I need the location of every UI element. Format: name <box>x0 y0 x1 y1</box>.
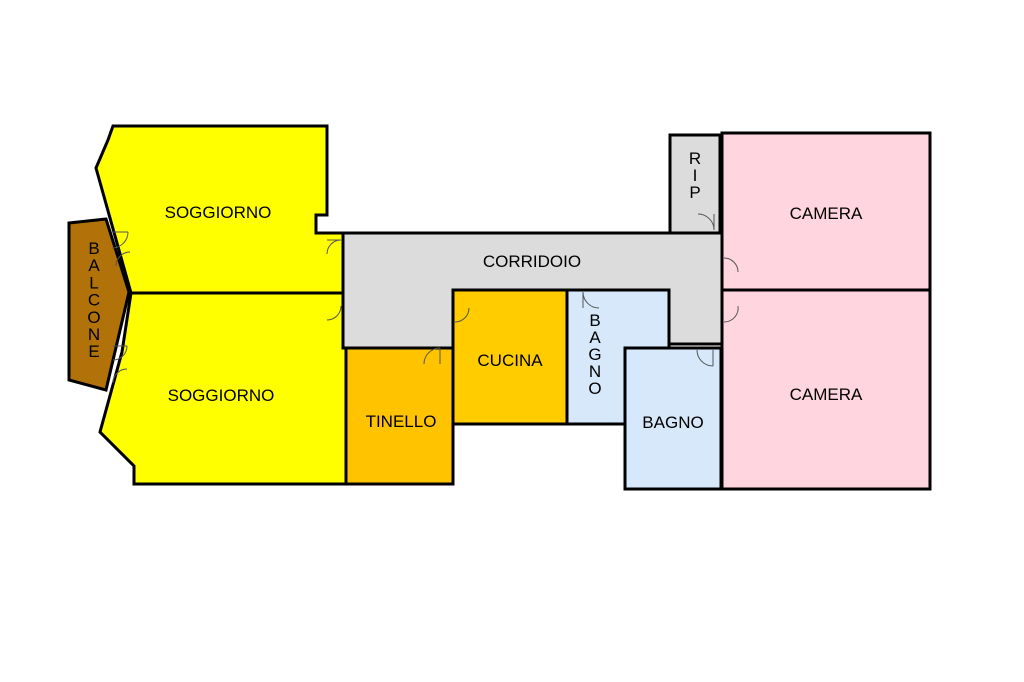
label-tinello: TINELLO <box>366 412 437 431</box>
label-letter: A <box>88 256 100 275</box>
room-camera-bottom <box>720 288 932 491</box>
label-letter: R <box>689 149 701 168</box>
label-letter: O <box>588 379 601 398</box>
label-letter: A <box>589 328 601 347</box>
label-rip: RIP <box>689 149 701 202</box>
label-letter: L <box>89 273 98 292</box>
label-cucina: CUCINA <box>477 351 543 370</box>
door-swings <box>111 213 739 384</box>
room-rip <box>668 133 722 235</box>
label-soggiorno-top: SOGGIORNO <box>165 203 272 222</box>
room-balcone <box>67 217 131 392</box>
label-letter: G <box>588 345 601 364</box>
label-corridoio: CORRIDOIO <box>483 252 581 271</box>
room-soggiorno-top <box>94 124 345 295</box>
label-camera-bottom: CAMERA <box>790 385 863 404</box>
label-letter: E <box>88 342 99 361</box>
label-letter: O <box>87 308 100 327</box>
label-soggiorno-bottom: SOGGIORNO <box>168 386 275 405</box>
room-camera-top <box>720 131 932 292</box>
label-letter: I <box>693 166 698 185</box>
label-camera-top: CAMERA <box>790 204 863 223</box>
label-letter: N <box>589 362 601 381</box>
label-letter: B <box>589 311 600 330</box>
label-bagno-small: BAGNO <box>588 311 601 398</box>
room-soggiorno-bottom <box>98 291 348 486</box>
room-cucina <box>451 288 569 426</box>
label-letter: P <box>689 183 700 202</box>
label-bagno: BAGNO <box>642 413 703 432</box>
label-letter: C <box>88 291 100 310</box>
label-letter: N <box>88 325 100 344</box>
label-letter: B <box>88 239 99 258</box>
